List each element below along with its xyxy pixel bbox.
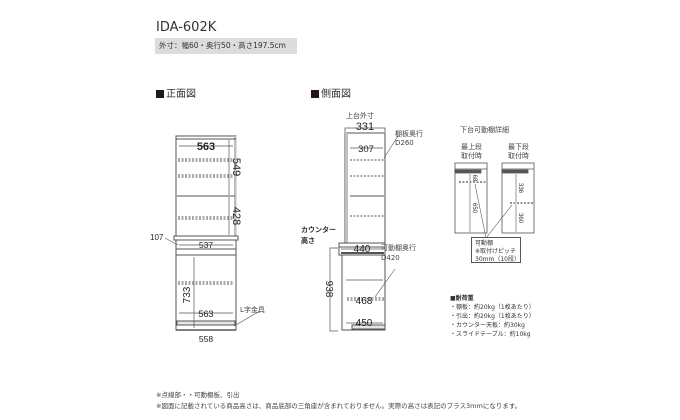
movable-shelf-label: 可動棚奥行 — [381, 244, 416, 252]
load-item: ・カウンター天板：約30kg — [450, 322, 525, 329]
model-number: IDA-602K — [156, 20, 217, 35]
counter-label-2: 高さ — [301, 237, 315, 245]
shelf-depth-value: D260 — [395, 139, 414, 147]
dim-563-top: 563 — [197, 141, 215, 153]
load-item: ・棚板：約20kg（1枚あたり） — [450, 304, 535, 311]
dim-331: 331 — [356, 121, 374, 133]
dim-307: 307 — [358, 144, 374, 155]
detail-drawing: 68 650 336 360 — [454, 162, 535, 239]
dim-563-base: 563 — [198, 309, 213, 319]
dim-558: 558 — [199, 334, 213, 344]
dim-549: 549 — [230, 158, 242, 176]
dim-733: 733 — [182, 286, 193, 303]
load-item: ・スライドテーブル：約10kg — [450, 331, 531, 338]
movable-shelf-value: D420 — [381, 254, 400, 262]
bottom-pos-label-1: 最下段 — [508, 143, 529, 151]
load-item: ・引出：約20kg（1枚あたり） — [450, 313, 535, 320]
dim-360: 360 — [517, 213, 523, 224]
top-pos-label-1: 最上段 — [461, 143, 482, 151]
dim-440: 440 — [354, 244, 371, 255]
dim-450: 450 — [356, 318, 373, 329]
dim-107: 107 — [150, 233, 164, 242]
load-title: ■耐荷重 — [450, 295, 474, 302]
dim-68: 68 — [471, 175, 477, 182]
square-bullet-icon — [311, 90, 319, 98]
counter-label-1: カウンター — [301, 226, 336, 234]
upper-outer-label: 上台外寸 — [346, 112, 374, 120]
pitch-note-box: 可動棚 ※取付けピッチ 30mm（10段） — [471, 237, 521, 263]
dim-650: 650 — [471, 203, 477, 214]
side-view-title: 側面図 — [311, 85, 351, 100]
dim-938: 938 — [323, 281, 334, 298]
side-view-drawing: 331 307 440 938 468 450 — [323, 121, 399, 332]
dim-428: 428 — [230, 207, 242, 225]
dim-336: 336 — [517, 183, 523, 194]
footnote-2: ※図面に記載されている商品高さは、商品底部の三角座が含まれておりません。実際の高… — [156, 402, 522, 410]
top-pos-label-2: 取付時 — [461, 152, 482, 160]
dim-537: 537 — [199, 240, 213, 250]
dim-468: 468 — [356, 296, 373, 307]
detail-title: 下台可動棚詳細 — [460, 126, 509, 134]
bottom-pos-label-2: 取付時 — [508, 152, 529, 160]
front-view-title: 正面図 — [156, 85, 196, 100]
square-bullet-icon — [156, 90, 164, 98]
shelf-depth-label: 棚板奥行 — [395, 130, 423, 138]
bracket-label: L字金具 — [240, 306, 265, 314]
specs-bar: 外寸：幅60・奥行50・高さ197.5cm — [155, 38, 297, 54]
front-view-drawing: 563 549 428 107 537 733 563 558 — [150, 135, 261, 344]
footnote-1: ※点線部・・可動棚板、引出 — [156, 391, 240, 399]
